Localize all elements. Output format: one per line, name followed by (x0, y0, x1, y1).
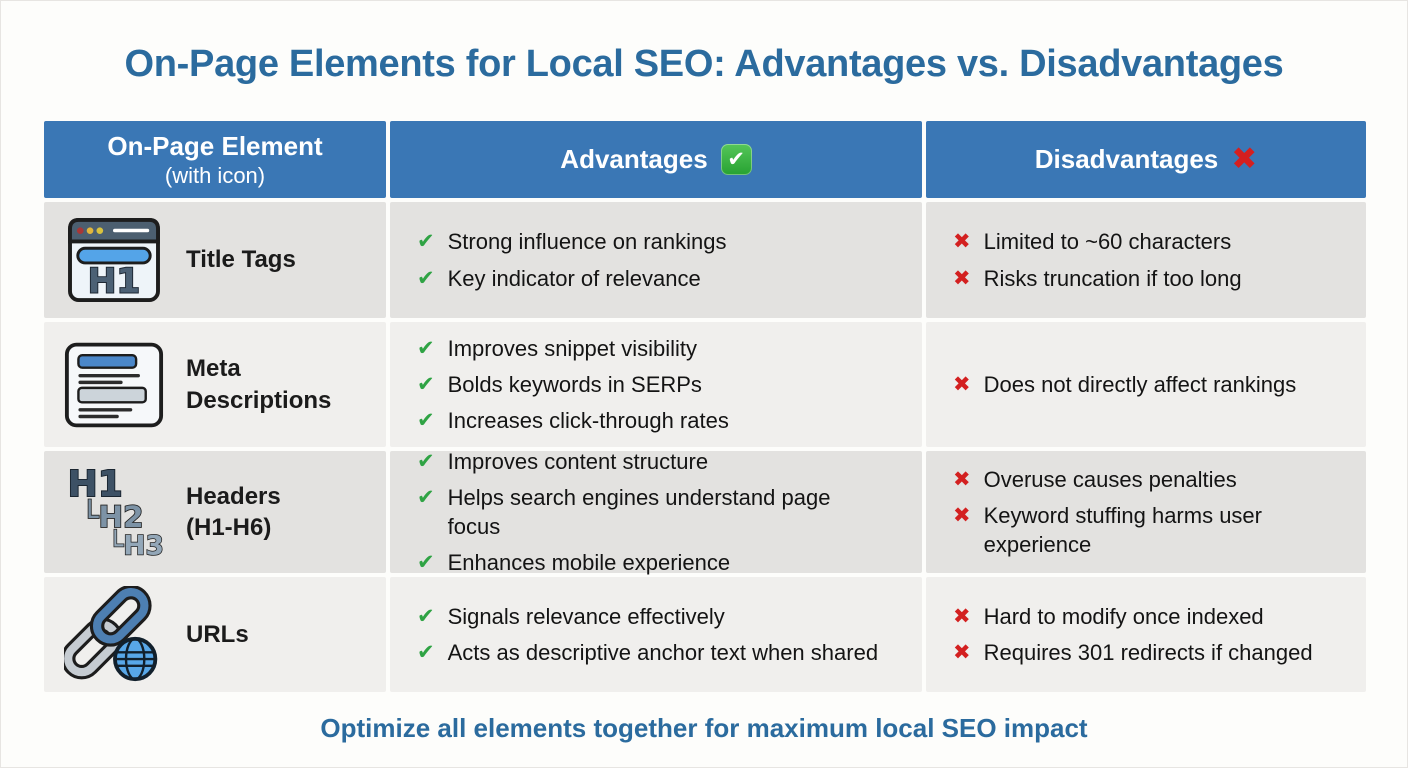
item-text: Does not directly affect rankings (983, 371, 1297, 397)
item-text: Strong influence on rankings (447, 229, 727, 255)
headers-hierarchy-icon: H1 └H2 └H3 (62, 462, 166, 562)
disadvantages-cell-meta-descriptions: ✖ Does not directly affect rankings (926, 322, 1366, 447)
disadvantages-cell-headers: ✖ Overuse causes penalties ✖ Keyword stuffi… (926, 451, 1366, 573)
disadvantages-cell-title-tags: ✖ Limited to ~60 characters ✖ Risks truncat… (926, 202, 1366, 318)
disadvantage-item: ✖ Overuse causes penalties (953, 465, 1332, 494)
item-text: Acts as descriptive anchor text when sha… (447, 640, 879, 665)
meta-description-document-icon (62, 341, 166, 429)
green-check-badge-icon: ✔ (720, 144, 752, 175)
svg-text:H1: H1 (88, 261, 140, 301)
svg-text:└H2: └H2 (81, 499, 144, 534)
column-header-element-subtitle: (with icon) (164, 163, 266, 188)
disadvantage-item: ✖ Requires 301 redirects if changed (953, 638, 1332, 667)
check-icon: ✔ (417, 335, 435, 360)
check-icon: ✔ (417, 550, 435, 575)
cross-icon: ✖ (953, 229, 971, 254)
page-title: On-Page Elements for Local SEO: Advantag… (124, 43, 1284, 85)
item-text: Bolds keywords in SERPs (447, 371, 702, 397)
url-link-globe-icon (62, 585, 166, 684)
element-cell-headers: H1 └H2 └H3 Headers(H1-H6) (44, 451, 386, 573)
check-icon: ✔ (417, 371, 435, 396)
advantage-item: ✔ Improves content structure (417, 447, 888, 476)
item-text: Increases click-through rates (447, 408, 729, 434)
check-icon: ✔ (417, 640, 435, 664)
element-label: URLs (186, 620, 249, 648)
column-header-advantages: Advantages ✔ (390, 121, 922, 198)
check-icon: ✔ (417, 408, 435, 433)
column-header-disadvantages: Disadvantages ✖ (926, 121, 1366, 198)
advantage-item: ✔ Key indicator of relevance (417, 264, 888, 293)
advantage-item: ✔ Increases click-through rates (417, 406, 888, 435)
advantage-item: ✔ Improves snippet visibility (417, 334, 888, 363)
check-icon: ✔ (417, 229, 435, 254)
disadvantage-item: ✖ Hard to modify once indexed (953, 602, 1332, 631)
title-tag-browser-h1-icon: H1 (62, 216, 166, 304)
item-text: Signals relevance effectively (447, 603, 725, 629)
item-text: Keyword stuffing harms user experience (983, 502, 1262, 558)
check-icon: ✔ (417, 448, 435, 473)
advantage-item: ✔ Acts as descriptive anchor text when sh… (417, 638, 888, 667)
advantages-header-label: Advantages (560, 144, 708, 175)
disadvantage-item: ✖ Does not directly affect rankings (953, 370, 1332, 399)
seo-table: On-Page Element (with icon) Advantages ✔… (44, 121, 1366, 692)
item-text: Enhances mobile experience (447, 550, 731, 576)
cross-icon: ✖ (953, 466, 971, 491)
svg-text:└H3: └H3 (107, 530, 164, 562)
item-text: Requires 301 redirects if changed (983, 640, 1313, 665)
element-label: Title Tags (186, 246, 296, 274)
column-header-element-title: On-Page Element (107, 130, 323, 161)
advantage-item: ✔ Enhances mobile experience (417, 548, 888, 577)
advantage-item: ✔ Signals relevance effectively (417, 602, 888, 631)
advantages-cell-meta-descriptions: ✔ Improves snippet visibility ✔ Bolds keywo… (390, 322, 922, 447)
advantages-cell-headers: ✔ Improves content structure ✔ Helps search… (390, 449, 922, 575)
item-text: Improves content structure (447, 448, 709, 474)
check-icon: ✔ (417, 603, 435, 628)
disadvantage-item: ✖ Limited to ~60 characters (953, 227, 1332, 256)
item-text: Helps search engines understand page foc… (447, 484, 831, 539)
footer-caption: Optimize all elements together for maxim… (320, 713, 1088, 743)
item-text: Overuse causes penalties (983, 466, 1237, 492)
cross-icon: ✖ (953, 603, 971, 628)
item-text: Key indicator of relevance (447, 265, 701, 291)
cross-icon: ✖ (953, 640, 971, 664)
item-text: Risks truncation if too long (983, 265, 1242, 291)
item-text: Improves snippet visibility (447, 335, 698, 361)
item-text: Hard to modify once indexed (983, 603, 1264, 629)
item-text: Limited to ~60 characters (983, 229, 1232, 255)
column-header-element: On-Page Element (with icon) (44, 121, 386, 198)
advantage-item: ✔ Bolds keywords in SERPs (417, 370, 888, 399)
disadvantages-header-label: Disadvantages (1034, 144, 1219, 175)
advantages-cell-title-tags: ✔ Strong influence on rankings ✔ Key indica… (390, 202, 922, 318)
svg-text:H1: H1 (68, 464, 123, 505)
disadvantages-cell-urls: ✖ Hard to modify once indexed ✖ Requires 30… (926, 577, 1366, 692)
element-label: Headers(H1-H6) (186, 482, 281, 541)
advantage-item: ✔ Strong influence on rankings (417, 227, 888, 256)
disadvantage-item: ✖ Keyword stuffing harms user experience (953, 501, 1332, 559)
red-cross-badge-icon: ✖ (1231, 141, 1258, 177)
cross-icon: ✖ (953, 502, 971, 527)
cross-icon: ✖ (953, 371, 971, 396)
advantages-cell-urls: ✔ Signals relevance effectively ✔ Acts as d… (390, 577, 922, 692)
advantage-item: ✔ Helps search engines understand page fo… (417, 483, 888, 541)
check-icon: ✔ (417, 265, 435, 290)
cross-icon: ✖ (953, 265, 971, 290)
disadvantage-item: ✖ Risks truncation if too long (953, 264, 1332, 293)
check-icon: ✔ (417, 484, 435, 509)
element-cell-title-tags: H1 Title Tags (44, 202, 386, 318)
element-cell-urls: URLs (44, 577, 386, 692)
